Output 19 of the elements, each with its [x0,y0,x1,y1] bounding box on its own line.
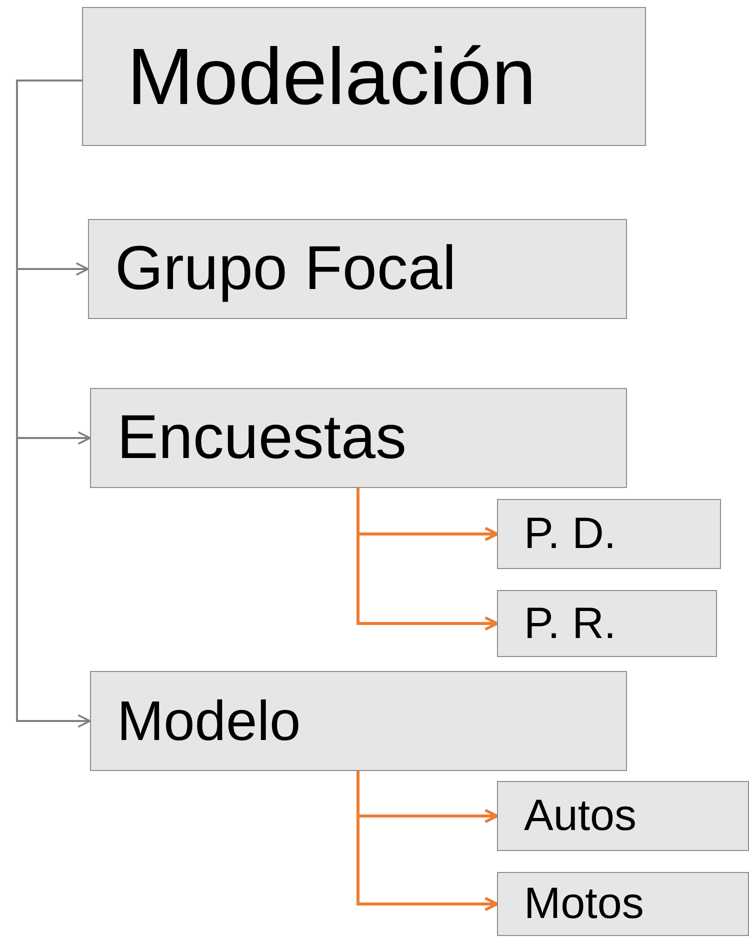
arrow [356,488,498,631]
process-box [497,872,749,936]
arrow [16,80,91,728]
process-box [497,590,717,657]
box-label: Grupo Focal [115,238,456,300]
box-label: Autos [524,794,637,838]
box-label: Encuestas [117,407,407,469]
process-box [497,781,749,851]
arrow [356,771,498,912]
process-box [88,219,627,319]
process-box [90,671,627,771]
process-box [90,388,627,488]
box-label: P. R. [524,602,616,646]
process-box [82,7,646,146]
box-label: Motos [524,882,644,926]
process-box [497,499,721,569]
box-label: Modelación [127,36,536,116]
box-label: P. D. [524,512,616,556]
box-label: Modelo [117,693,301,749]
